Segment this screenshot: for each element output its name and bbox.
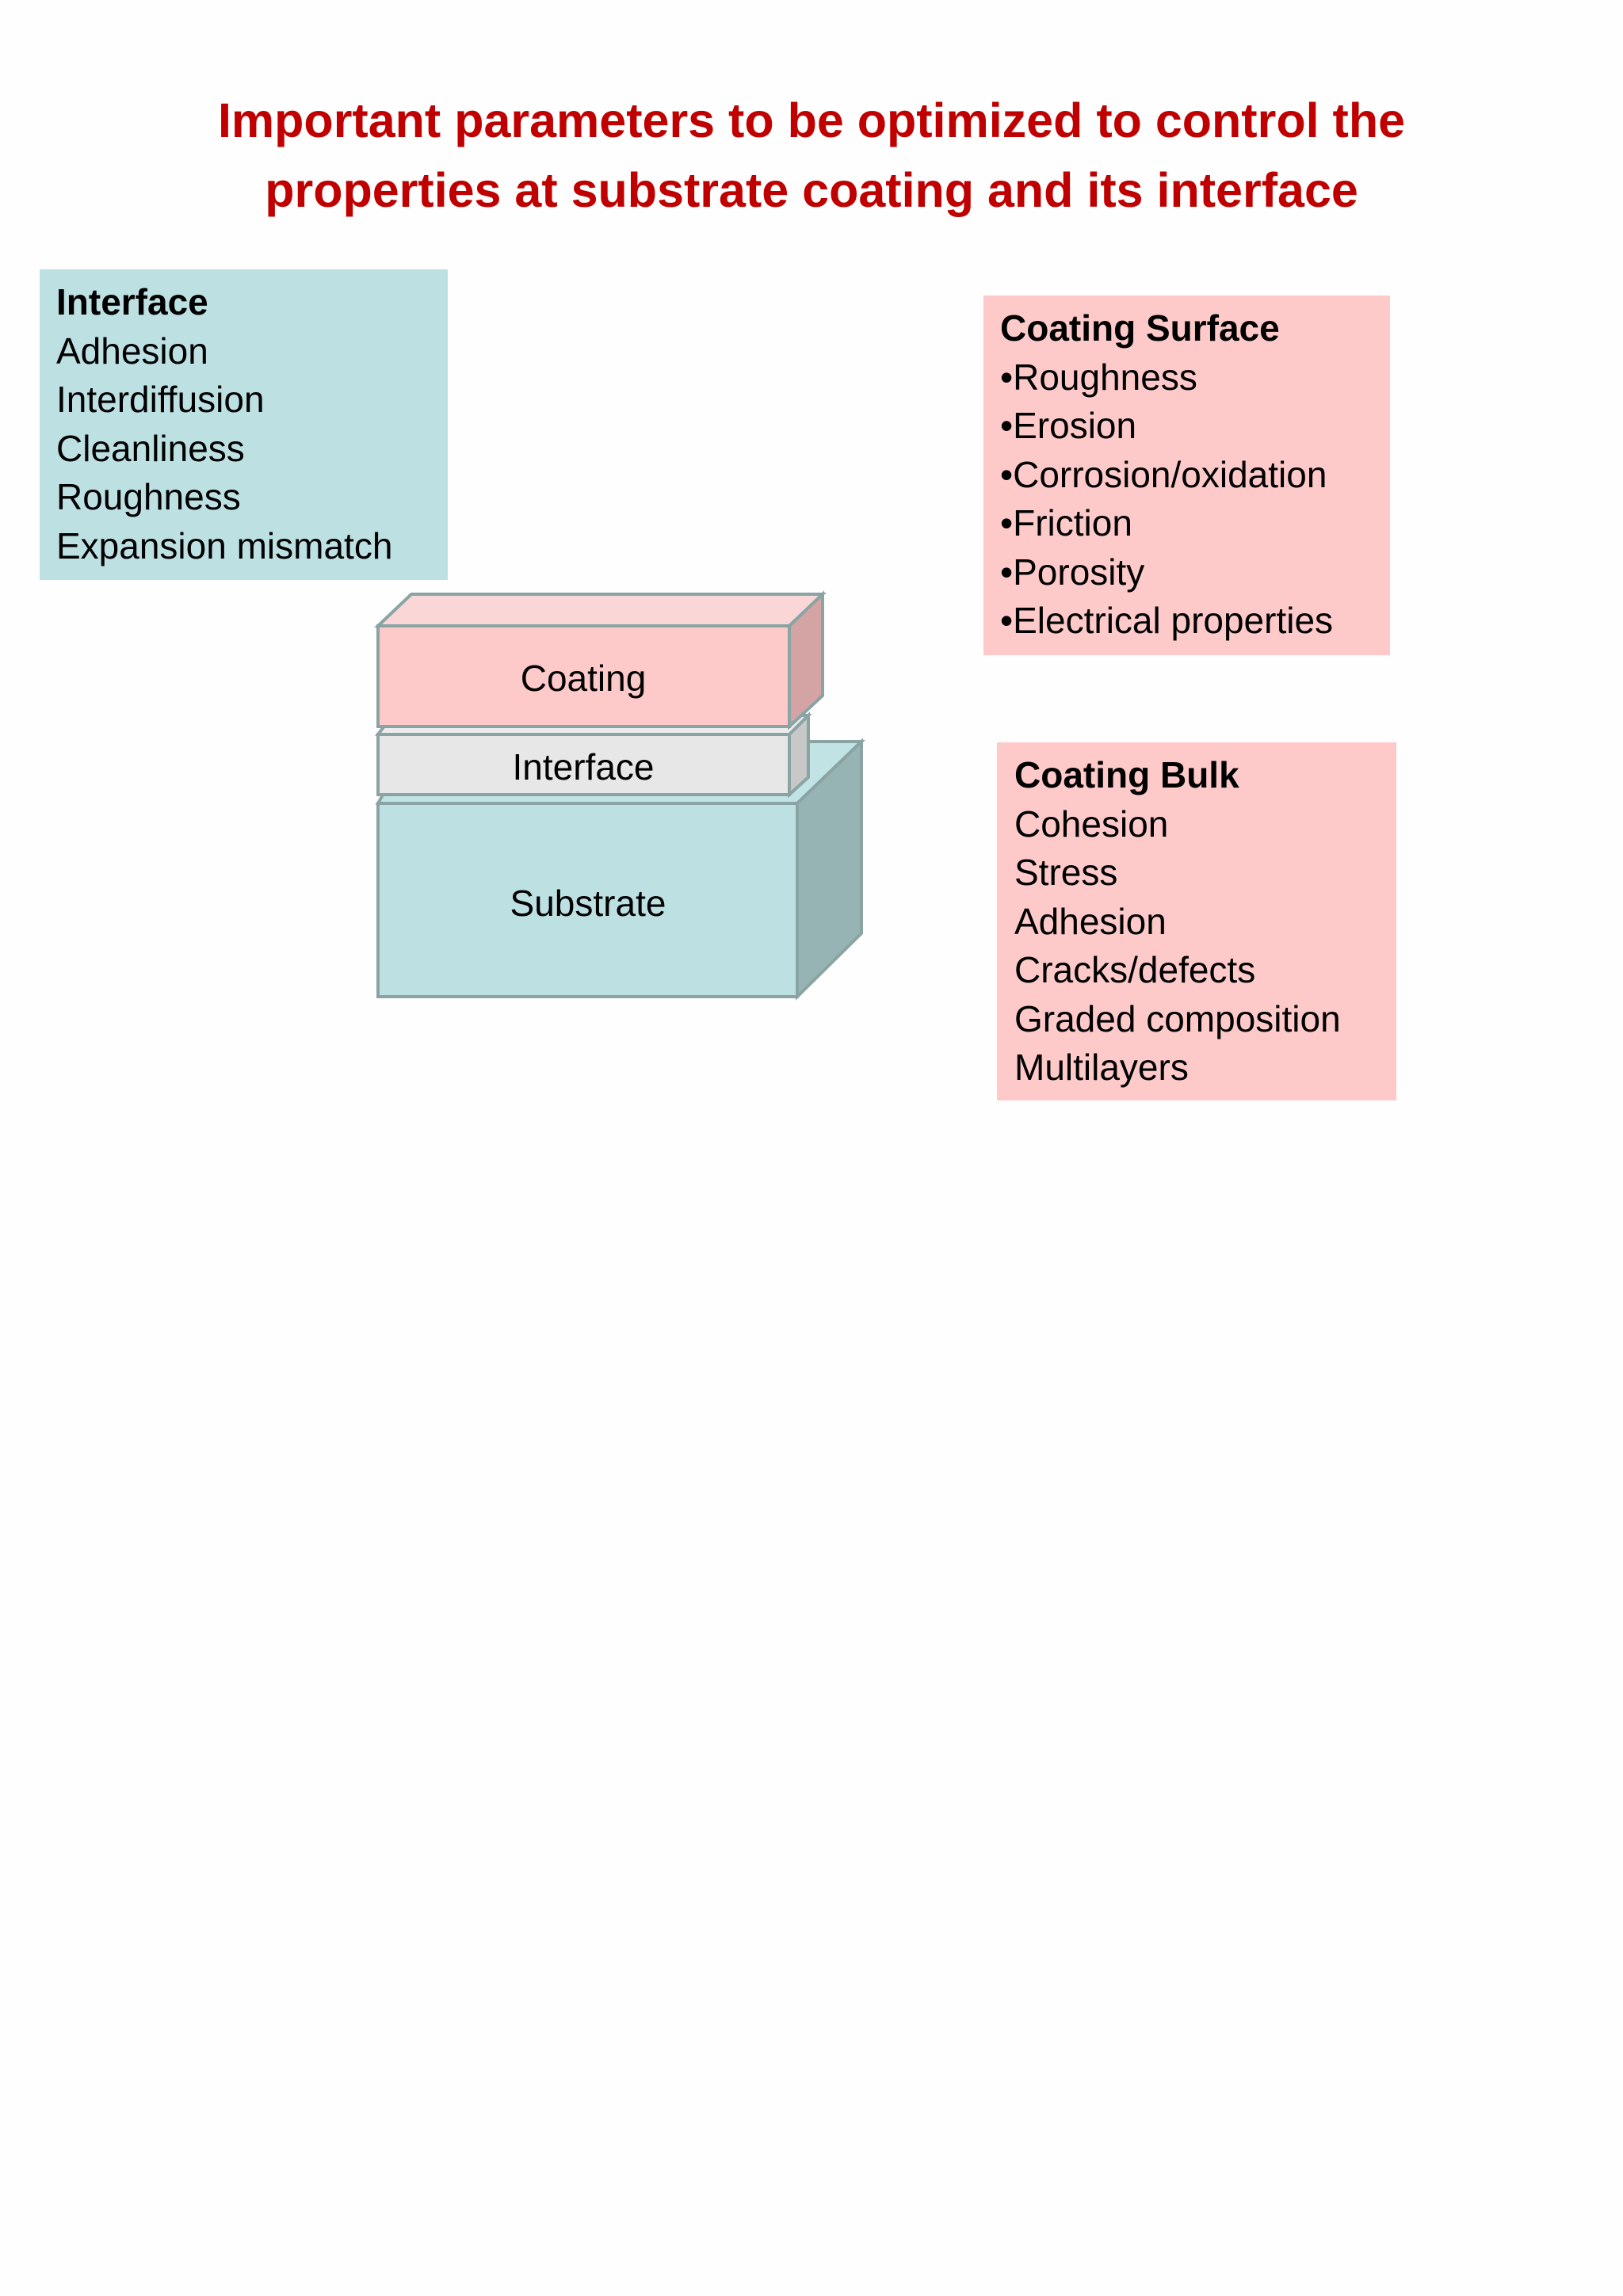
coating-surface-item: •Erosion xyxy=(1000,405,1137,446)
coating-front-face xyxy=(376,624,791,728)
interface-item: Interdiffusion xyxy=(56,379,265,420)
interface-properties-box: Interface Adhesion Interdiffusion Cleanl… xyxy=(40,269,448,580)
coating-surface-box: Coating Surface •Roughness •Erosion •Cor… xyxy=(983,296,1390,655)
coating-bulk-item: Cracks/defects xyxy=(1014,949,1256,990)
coating-bulk-box: Coating Bulk Cohesion Stress Adhesion Cr… xyxy=(997,742,1396,1100)
substrate-front-face xyxy=(376,802,799,998)
interface-item: Roughness xyxy=(56,476,241,517)
interface-heading: Interface xyxy=(56,281,208,322)
interface-item: Adhesion xyxy=(56,330,208,372)
coating-bulk-item: Cohesion xyxy=(1014,803,1169,845)
title-line-1: Important parameters to be optimized to … xyxy=(217,93,1405,147)
coating-surface-item: •Roughness xyxy=(1000,356,1197,398)
coating-side-face xyxy=(788,590,824,730)
interface-front-face xyxy=(376,733,791,796)
coating-surface-item: •Friction xyxy=(1000,502,1132,543)
coating-top-face xyxy=(374,593,827,627)
page-title: Important parameters to be optimized to … xyxy=(0,86,1623,225)
interface-block xyxy=(375,711,812,799)
interface-side-face xyxy=(788,711,810,799)
coating-surface-item: •Electrical properties xyxy=(1000,600,1334,641)
coating-bulk-item: Stress xyxy=(1014,852,1118,893)
coating-surface-item: •Porosity xyxy=(1000,551,1145,593)
substrate-top-face xyxy=(375,740,865,805)
coating-bulk-heading: Coating Bulk xyxy=(1014,754,1239,795)
coating-label: Coating xyxy=(521,658,647,699)
substrate-block xyxy=(375,738,865,1001)
coating-bulk-item: Adhesion xyxy=(1014,900,1167,942)
title-line-2: properties at substrate coating and its … xyxy=(265,163,1358,217)
coating-block xyxy=(374,590,827,730)
substrate-side-face xyxy=(796,738,863,1001)
interface-item: Expansion mismatch xyxy=(56,524,393,566)
coating-bulk-item: Multilayers xyxy=(1014,1047,1189,1088)
interface-top-face xyxy=(375,714,812,736)
substrate-label: Substrate xyxy=(510,883,666,924)
coating-bulk-item: Graded composition xyxy=(1014,997,1341,1039)
interface-item: Cleanliness xyxy=(56,427,245,469)
interface-label: Interface xyxy=(513,746,655,788)
coating-surface-item: •Corrosion/oxidation xyxy=(1000,453,1327,495)
coating-surface-heading: Coating Surface xyxy=(1000,307,1280,349)
